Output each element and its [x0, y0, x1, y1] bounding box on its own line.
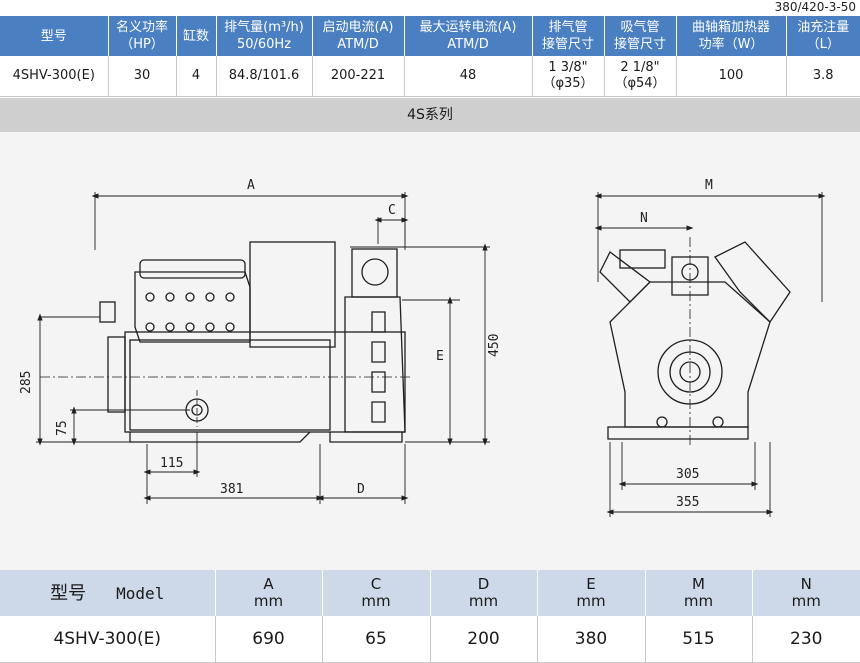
- spec-header-start-current: 启动电流(A)ATM/D: [312, 16, 405, 56]
- front-view-dimensions: [594, 192, 826, 517]
- dim-label-285: 285: [19, 371, 34, 394]
- spec-cell-heater: 100: [676, 56, 787, 97]
- front-view: [599, 237, 791, 447]
- dims-cell-m: 515: [645, 616, 753, 663]
- dim-label-75: 75: [55, 420, 70, 436]
- spec-header-discharge-pipe: 排气管接管尺寸: [532, 16, 605, 56]
- spec-header-heater: 曲轴箱加热器功率（W）: [676, 16, 787, 56]
- technical-drawing: A C E 450 285 75 115 381 D: [0, 132, 860, 570]
- dim-label-d: D: [357, 482, 365, 497]
- spec-header-power: 名义功率（HP）: [108, 16, 177, 56]
- dim-label-115: 115: [160, 456, 183, 471]
- spec-cell-discharge-pipe: 1 3/8"（φ35）: [532, 56, 605, 97]
- dim-label-305: 305: [676, 467, 699, 482]
- spec-data-row: 4SHV-300(E) 30 4 84.8/101.6 200-221 48 1…: [0, 56, 860, 97]
- side-view-dimensions: [36, 192, 490, 504]
- spec-cell-suction-pipe: 2 1/8"（φ54）: [604, 56, 677, 97]
- dim-label-c: C: [388, 203, 396, 218]
- dims-cell-n: 230: [752, 616, 860, 663]
- side-view: [40, 241, 410, 443]
- spec-header-row: 型号 名义功率（HP） 缸数 排气量(m³/h)50/60Hz 启动电流(A)A…: [0, 16, 860, 56]
- spec-header-oil: 油充注量（L）: [786, 16, 860, 56]
- dims-cell-e: 380: [537, 616, 646, 663]
- spec-cell-max-current: 48: [404, 56, 533, 97]
- dim-label-e: E: [436, 349, 444, 364]
- spec-cell-power: 30: [108, 56, 177, 97]
- spec-header-displacement: 排气量(m³/h)50/60Hz: [216, 16, 313, 56]
- dims-cell-model: 4SHV-300(E): [0, 616, 216, 663]
- dim-label-355: 355: [676, 495, 699, 510]
- spec-header-cylinders: 缸数: [176, 16, 217, 56]
- dims-cell-a: 690: [215, 616, 323, 663]
- dims-data-row: 4SHV-300(E) 690 65 200 380 515 230: [0, 616, 860, 663]
- spec-header-suction-pipe: 吸气管接管尺寸: [604, 16, 677, 56]
- drawing-svg: A C E 450 285 75 115 381 D: [19, 178, 826, 517]
- spec-cell-start-current: 200-221: [312, 56, 405, 97]
- spec-header-model: 型号: [0, 16, 109, 56]
- dim-label-381: 381: [220, 482, 243, 497]
- dim-label-a: A: [247, 178, 255, 193]
- spec-cell-model: 4SHV-300(E): [0, 56, 109, 97]
- spec-header-max-current: 最大运转电流(A)ATM/D: [404, 16, 533, 56]
- voltage-code: 380/420-3-50: [774, 0, 856, 14]
- spec-cell-displacement: 84.8/101.6: [216, 56, 313, 97]
- spec-cell-cylinders: 4: [176, 56, 217, 97]
- dim-label-n: N: [640, 211, 648, 226]
- dims-cell-c: 65: [322, 616, 431, 663]
- dim-label-450: 450: [487, 334, 502, 357]
- dims-cell-d: 200: [430, 616, 538, 663]
- dim-label-m: M: [705, 178, 713, 193]
- spec-cell-oil: 3.8: [786, 56, 860, 97]
- spec-table: 型号 名义功率（HP） 缸数 排气量(m³/h)50/60Hz 启动电流(A)A…: [0, 16, 860, 97]
- series-title: 4S系列: [0, 98, 860, 132]
